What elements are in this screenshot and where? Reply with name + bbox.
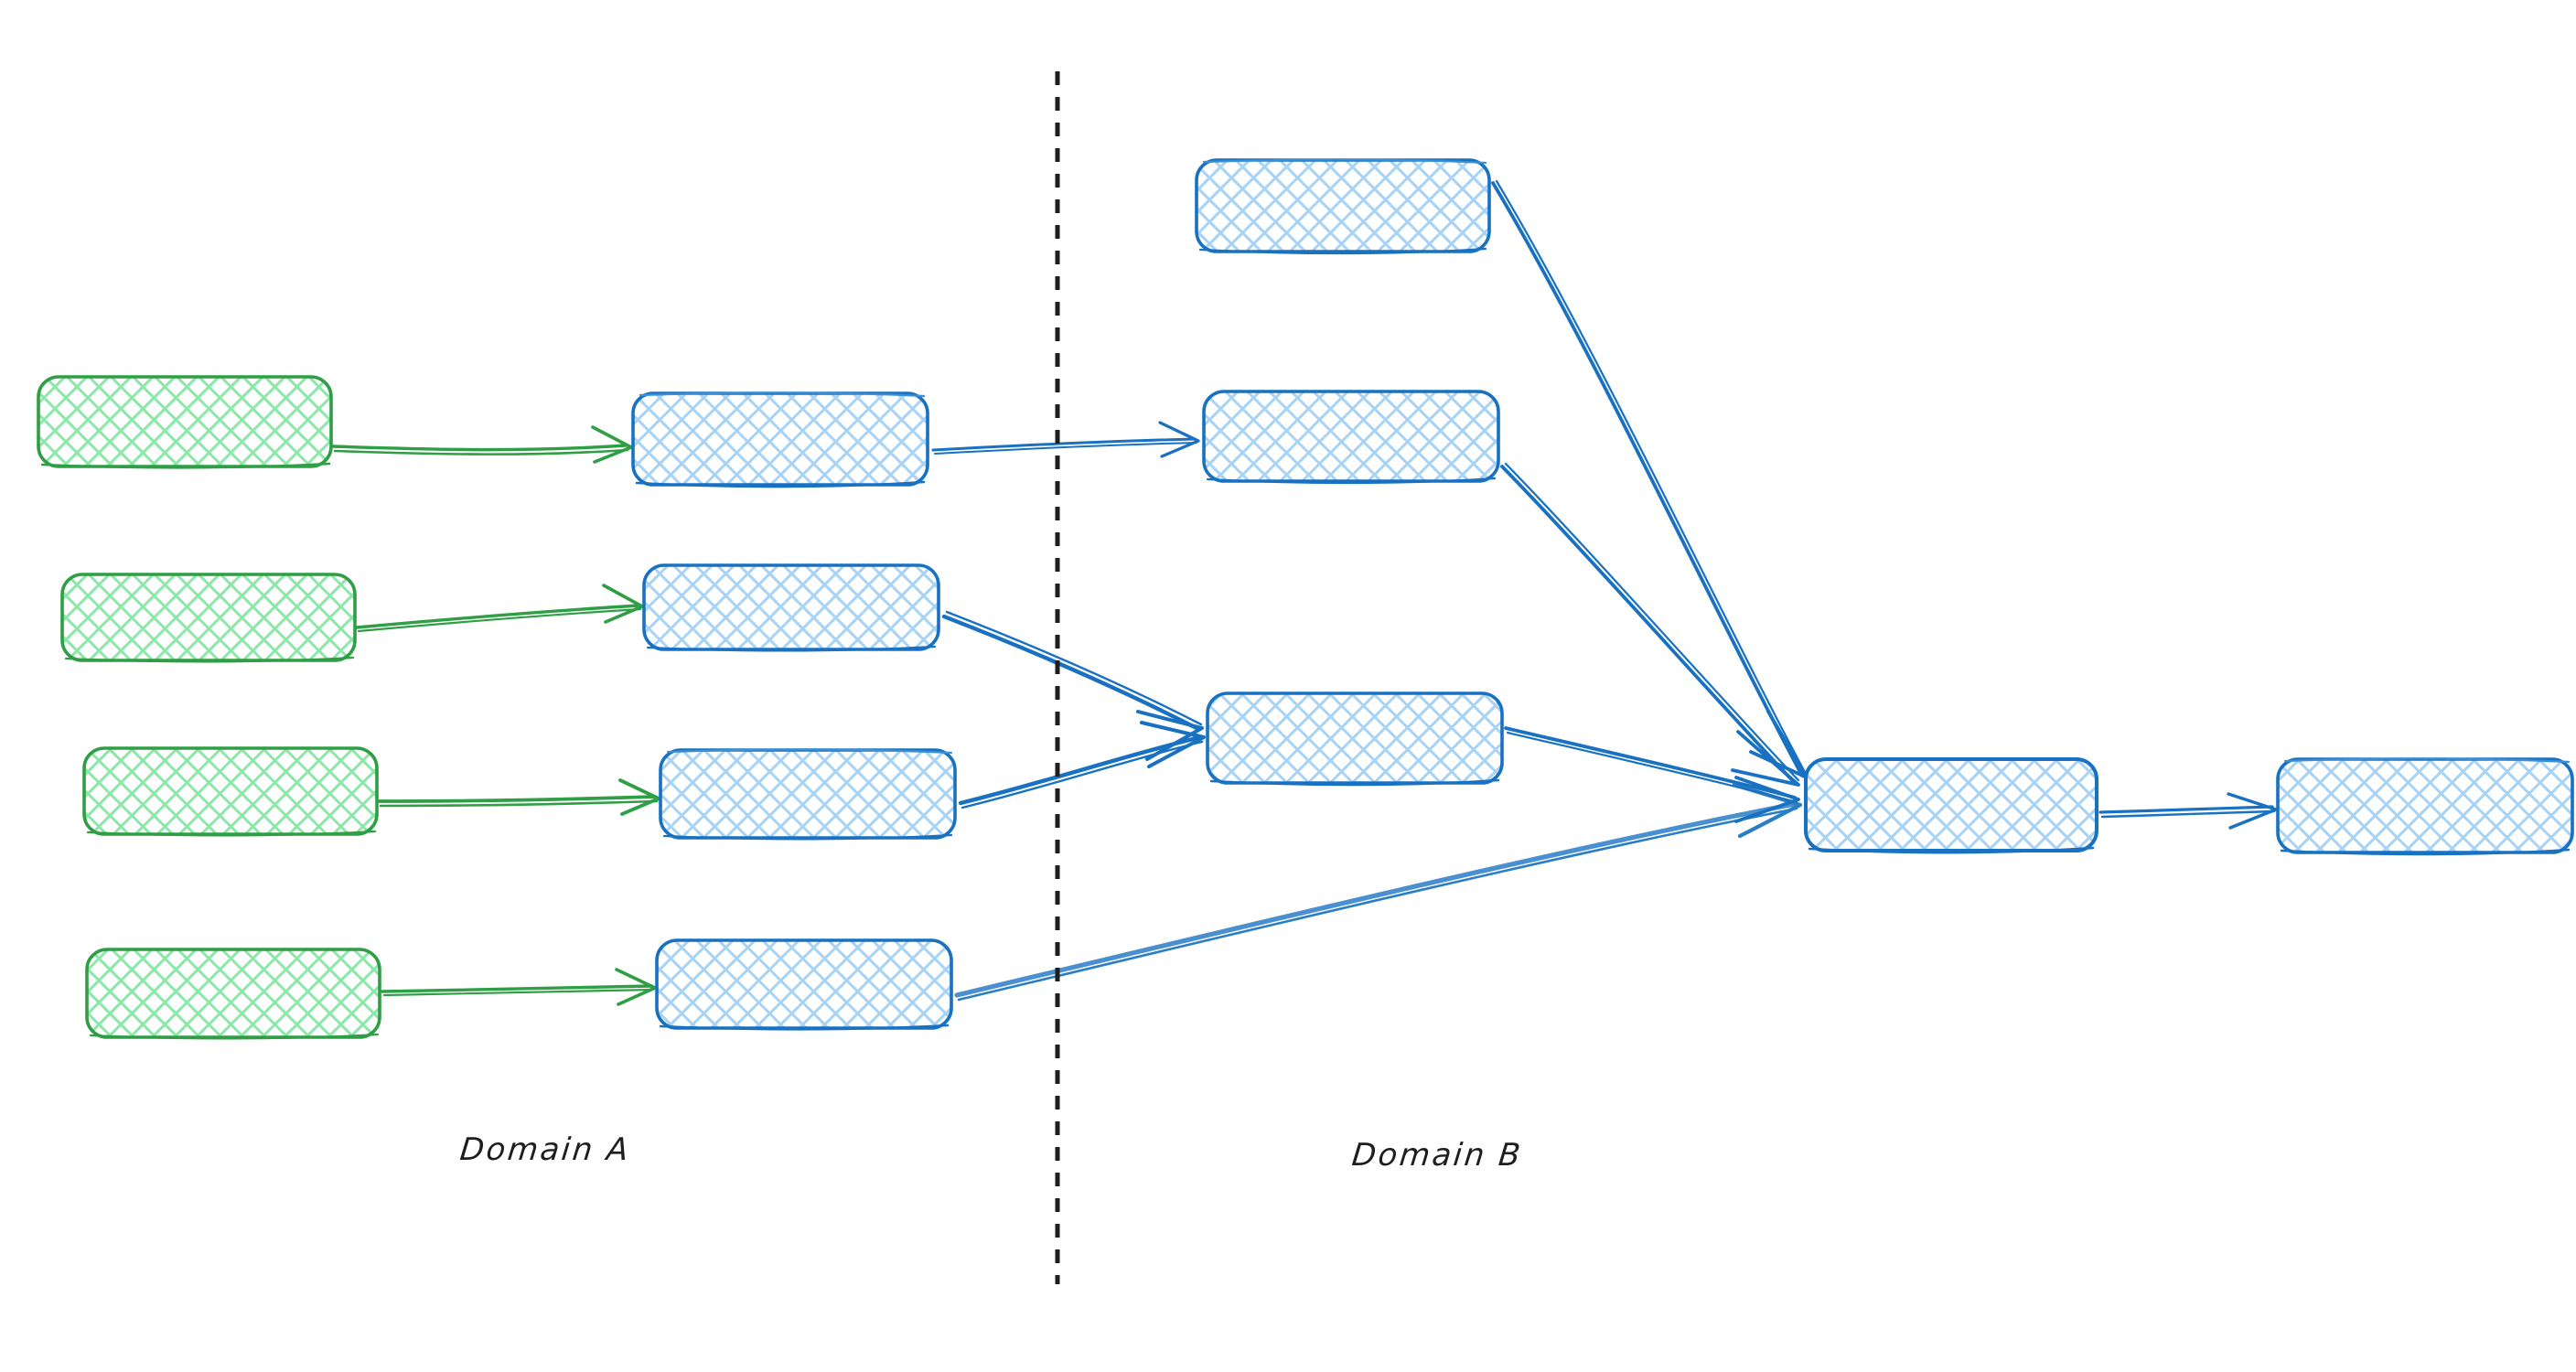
nodes-layer: [37, 158, 2574, 1040]
edge-mid4-bhub: [954, 782, 1803, 1002]
edge-src3-mid3: [377, 778, 660, 816]
edge-bhub-bout: [2098, 792, 2278, 830]
edges-layer: [331, 179, 2278, 1006]
node-b-out[interactable]: [2276, 757, 2574, 856]
domain-a-label: Domain A: [457, 1131, 633, 1168]
node-a-mid-3[interactable]: [659, 748, 957, 841]
domain-b-label: Domain B: [1349, 1137, 1525, 1174]
edge-mid1-bup: [931, 421, 1200, 458]
node-b-hub[interactable]: [1804, 757, 2098, 854]
edge-bup-bhub: [1500, 462, 1800, 787]
node-a-mid-1[interactable]: [631, 391, 929, 488]
node-b-top[interactable]: [1195, 158, 1491, 255]
node-b-up[interactable]: [1202, 390, 1500, 485]
edge-src4-mid4: [381, 968, 657, 1006]
edge-src2-mid2: [355, 584, 644, 633]
node-b-mid[interactable]: [1206, 691, 1504, 787]
node-a-src-1[interactable]: [37, 375, 333, 469]
node-a-src-3[interactable]: [82, 746, 379, 837]
node-a-mid-2[interactable]: [642, 563, 940, 652]
node-a-src-2[interactable]: [60, 573, 357, 663]
edge-bmid-bhub: [1504, 726, 1800, 823]
node-a-src-4[interactable]: [85, 948, 381, 1040]
node-a-mid-4[interactable]: [655, 938, 953, 1031]
edge-btop-bhub: [1491, 179, 1809, 779]
edge-src1-mid1: [331, 425, 633, 464]
edge-mid2-bmid: [941, 610, 1204, 761]
edge-mid3-bmid: [958, 721, 1206, 809]
